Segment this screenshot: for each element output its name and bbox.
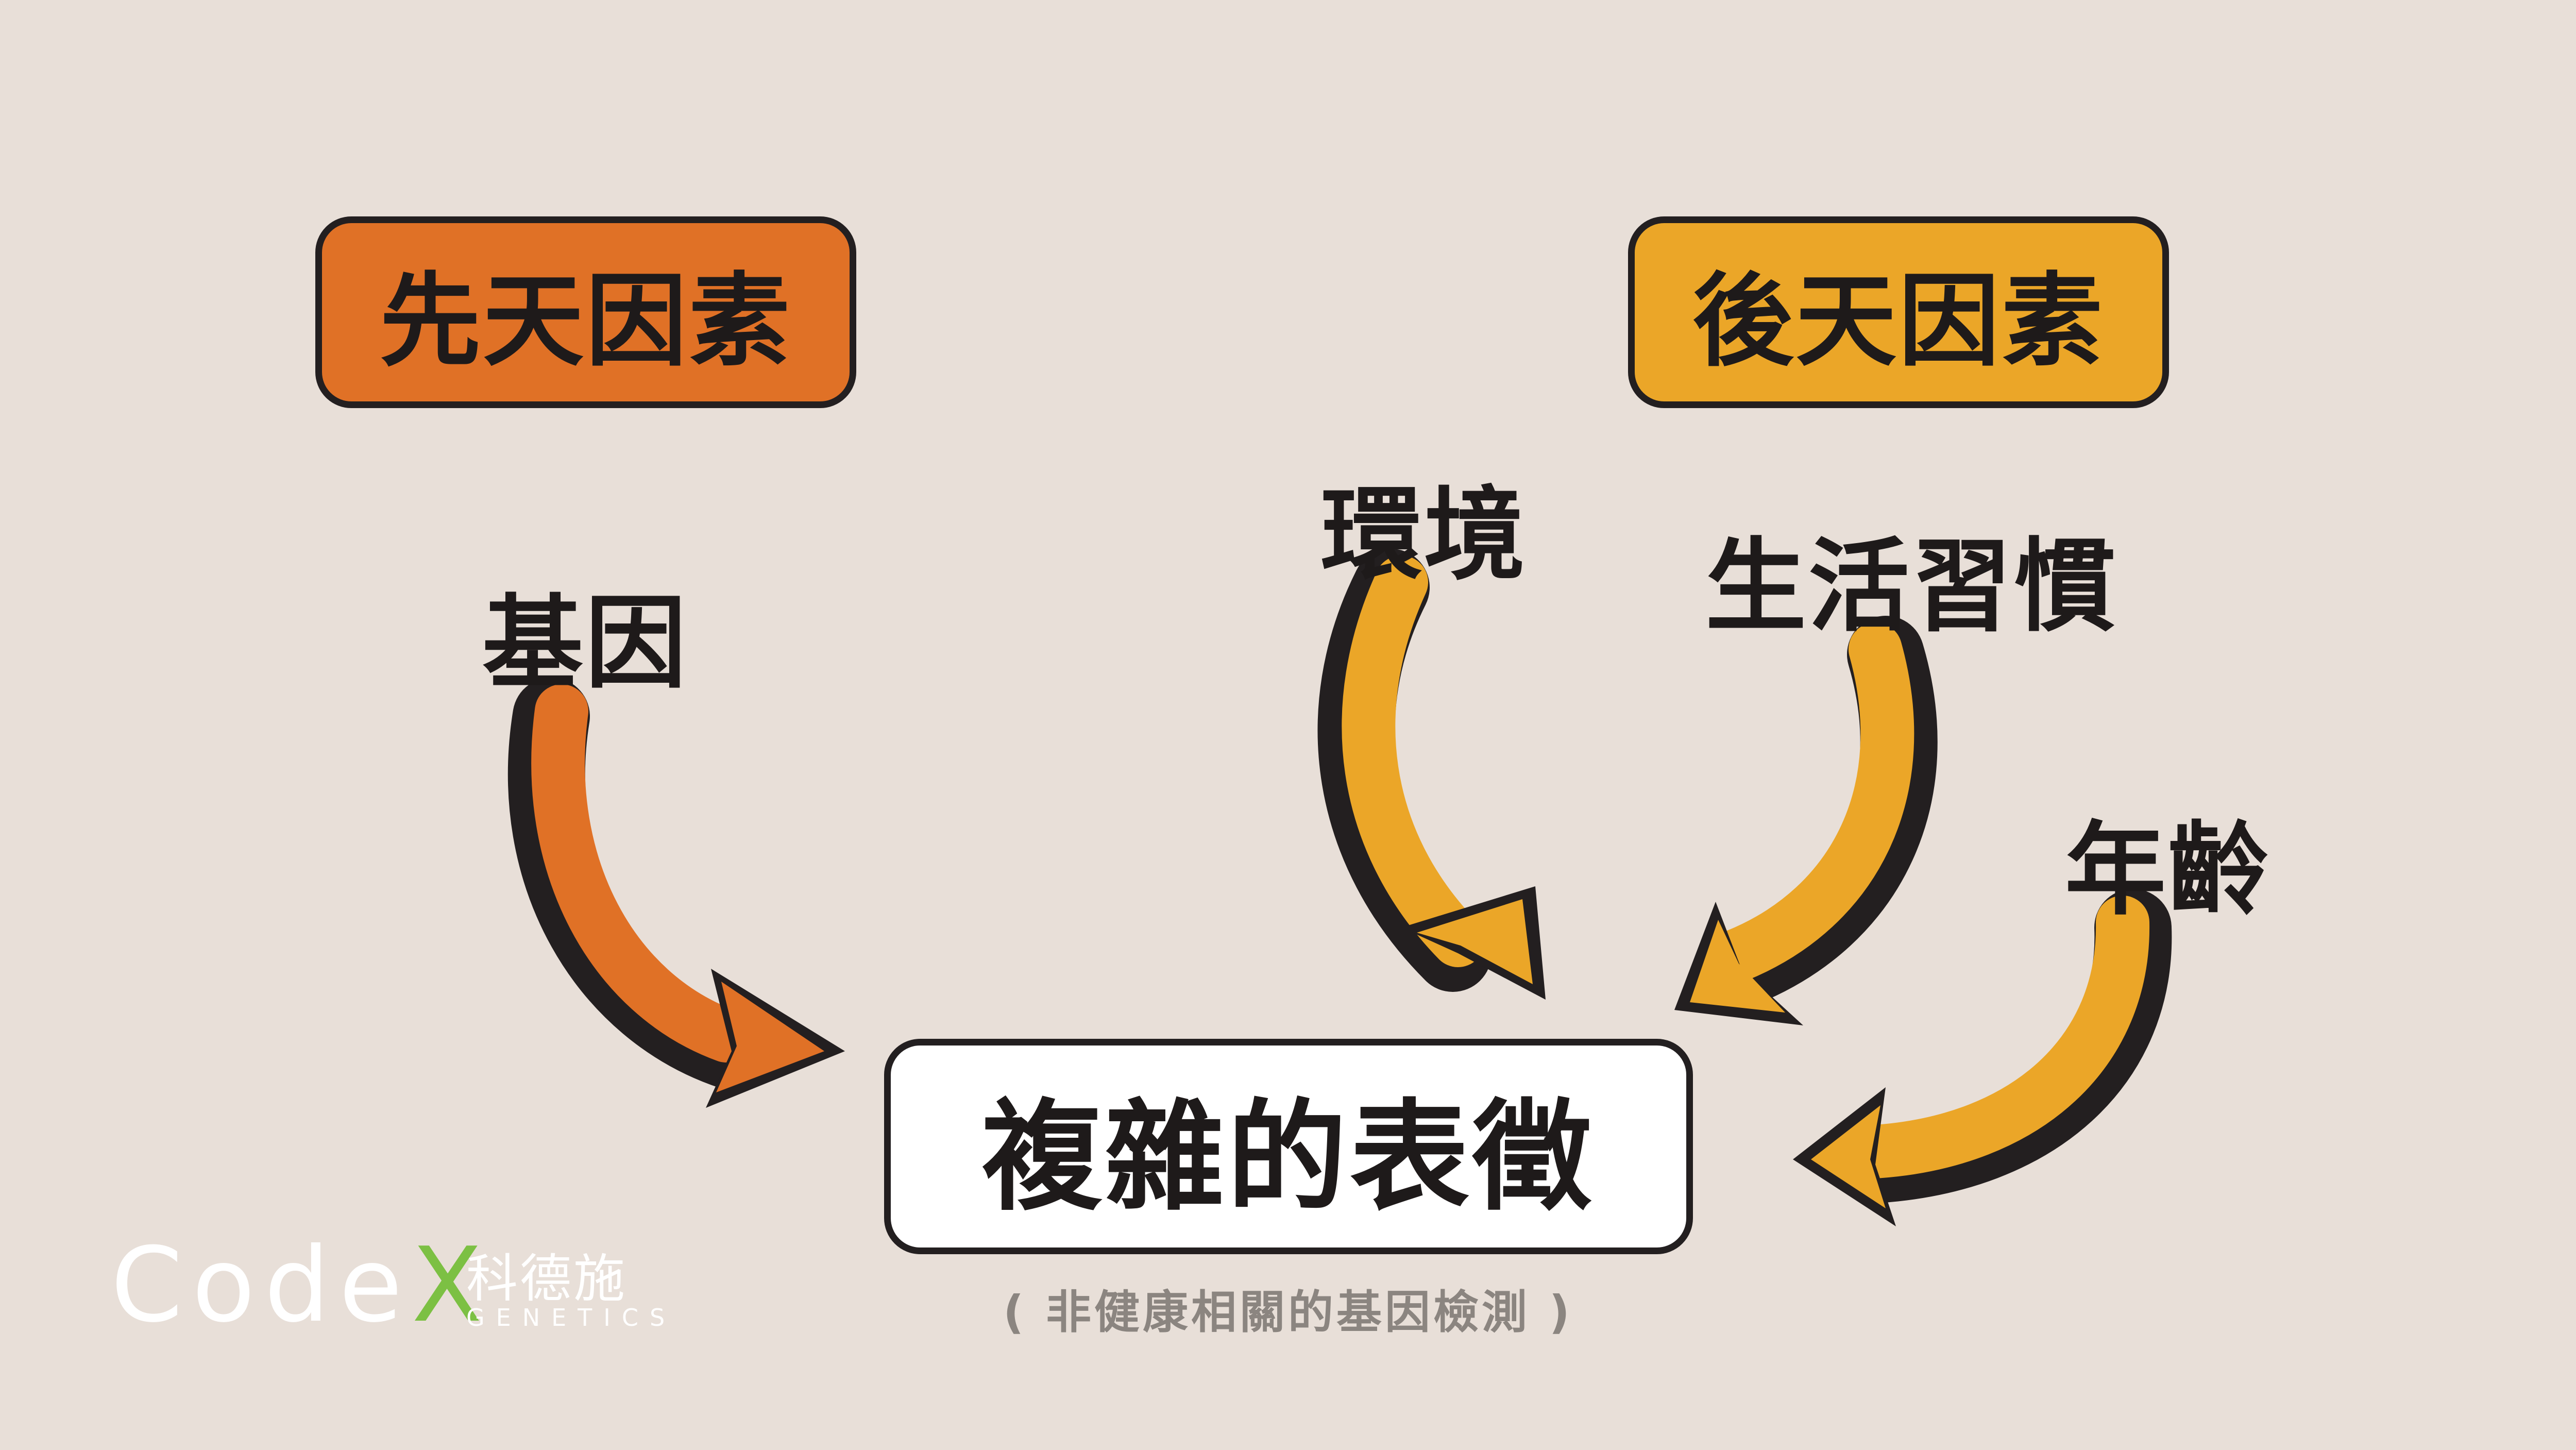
logo-genetics: GENETICS <box>466 1304 676 1331</box>
complex-trait-box: 複雜的表徵 <box>884 1039 1693 1254</box>
factor-environment: 環境 <box>1321 477 1528 594</box>
logo-word-x: X <box>412 1225 492 1345</box>
logo-wordmark: CodeX <box>111 1226 492 1345</box>
acquired-factors-box: 後天因素 <box>1628 216 2169 408</box>
arrow-lifestyle-to-result <box>1674 616 1938 1025</box>
logo-word-main: Code <box>111 1225 412 1345</box>
codex-logo: CodeX 科德施 GENETICS <box>111 1226 665 1345</box>
acquired-factors-label: 後天因素 <box>1692 262 2105 380</box>
innate-factors-label: 先天因素 <box>379 262 792 380</box>
innate-factors-box: 先天因素 <box>315 216 856 408</box>
footnote: ( 非健康相關的基因檢測 ) <box>1003 1286 1573 1339</box>
logo-chinese-name: 科德施 <box>466 1249 627 1309</box>
arrow-environment-to-result <box>1317 549 1546 1000</box>
arrow-gene-to-result <box>507 678 845 1108</box>
complex-trait-label: 複雜的表徵 <box>981 1088 1595 1227</box>
arrow-age-to-result <box>1793 889 2172 1226</box>
factor-age: 年齡 <box>2065 812 2272 929</box>
factor-gene: 基因 <box>482 585 689 702</box>
factor-lifestyle: 生活習慣 <box>1705 528 2118 646</box>
